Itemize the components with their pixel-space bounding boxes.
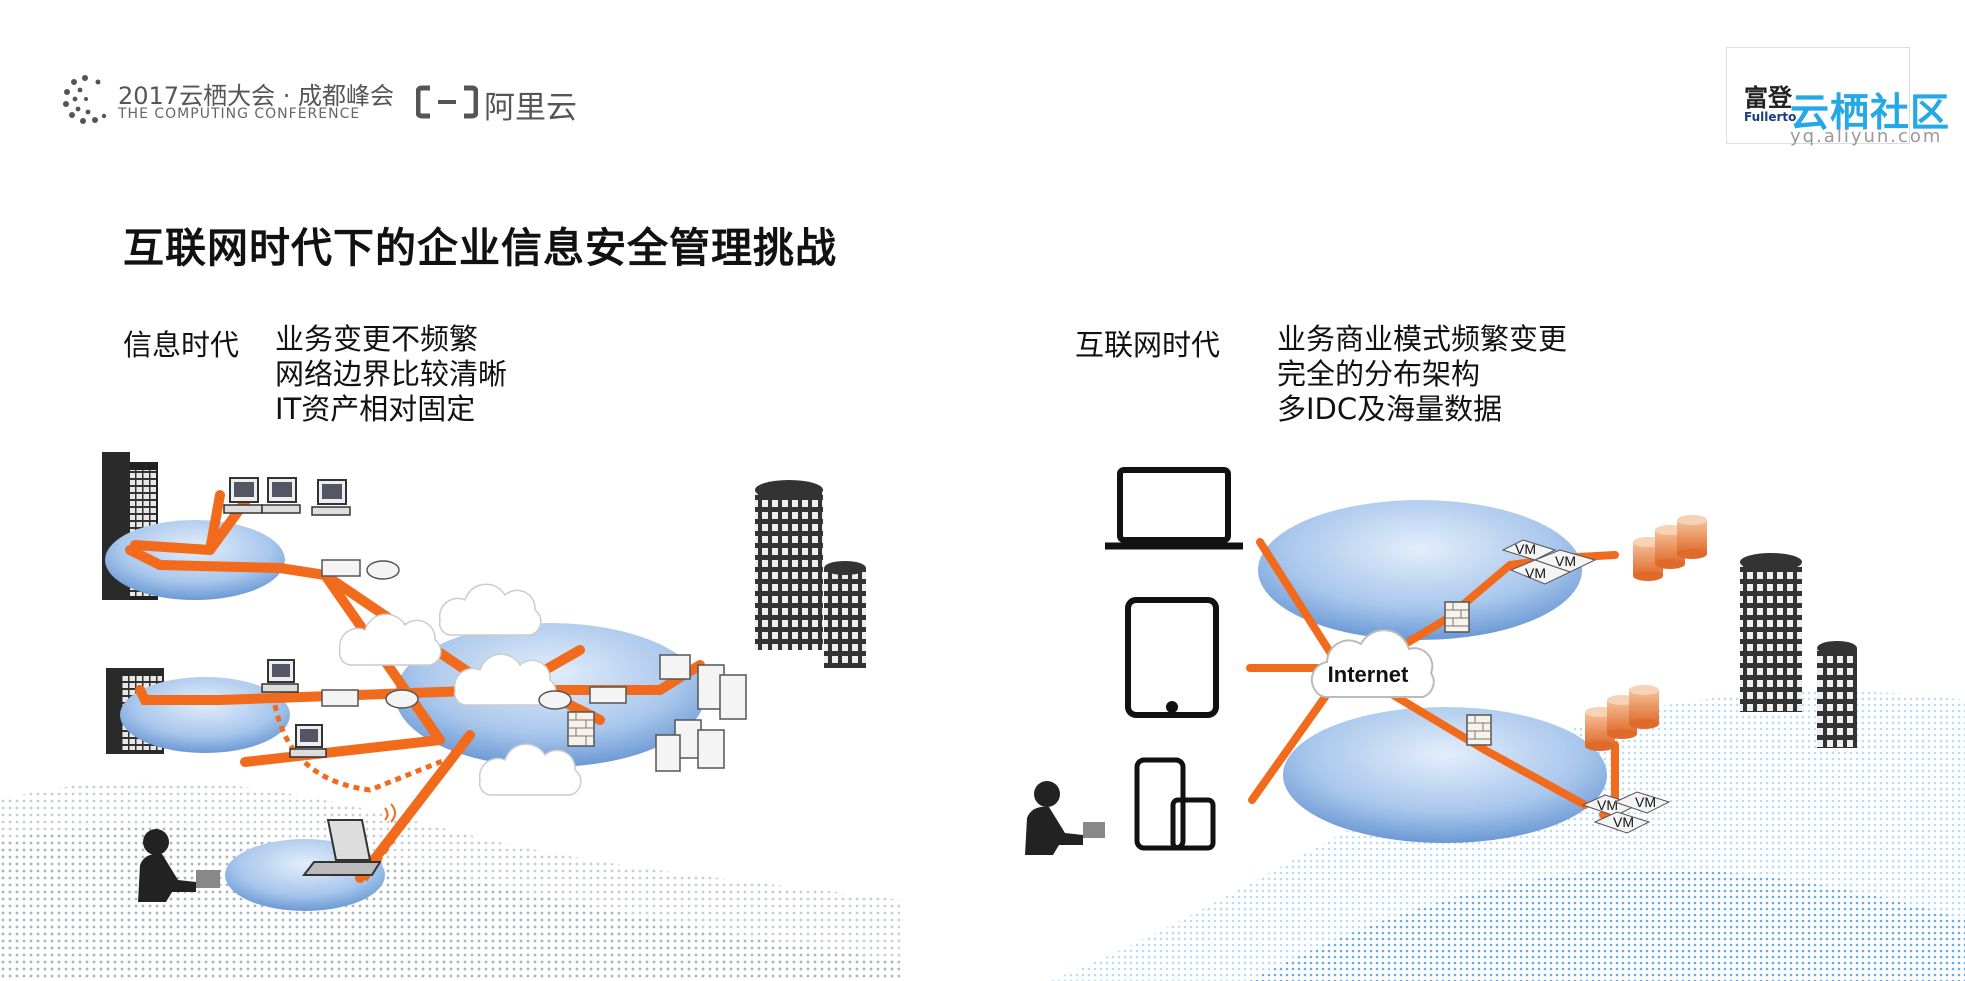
firewall-icon: [567, 711, 595, 747]
partner-logo-text: 富登: [1744, 84, 1792, 112]
server-icon: [655, 734, 681, 772]
smartphone-icon: [1134, 757, 1216, 851]
desktop-computer-icon: [261, 477, 301, 514]
right-bullet: 完全的分布架构: [1277, 357, 1481, 391]
server-icon: [719, 674, 747, 720]
desktop-computer-icon: [261, 659, 299, 693]
desktop-computer-icon: [223, 477, 263, 514]
database-icon: [1677, 515, 1707, 559]
left-bullet: IT资产相对固定: [275, 392, 476, 426]
vm-box: VM: [1613, 791, 1671, 814]
server-icon: [697, 729, 725, 769]
switch-icon: [321, 559, 361, 577]
vm-box: VM: [1509, 559, 1572, 585]
datacenter-tower-icon: [824, 561, 866, 668]
svg-text:VM: VM: [1597, 797, 1618, 813]
left-era-label: 信息时代: [123, 328, 240, 362]
conference-logo-icon: [63, 75, 107, 124]
tablet-icon: [1125, 597, 1219, 718]
slide-title: 互联网时代下的企业信息安全管理挑战: [123, 224, 837, 272]
community-url: yq.aliyun.com: [1790, 126, 1943, 147]
vm-box: VM: [1533, 549, 1597, 573]
internet-architecture-diagram: Internet VM VM VM VM VM: [1025, 467, 1857, 855]
cloud-icon: [478, 743, 582, 796]
internet-label: Internet: [1328, 662, 1409, 687]
laptop-icon: [301, 819, 382, 876]
community-badge: [1726, 47, 1910, 144]
vm-box: VM: [1593, 811, 1651, 834]
aliyun-logo-icon: [416, 85, 478, 119]
datacenter-tower-icon: [755, 480, 823, 650]
idc-disc: [1258, 500, 1582, 640]
community-name: 云栖社区: [1790, 91, 1951, 136]
left-bullet-list: 业务变更不频繁 网络边界比较清晰 IT资产相对固定: [275, 322, 507, 427]
cloud-icon: [438, 583, 542, 636]
idc-disc: [1283, 707, 1607, 843]
router-icon: [538, 690, 572, 710]
storage-icon: [659, 654, 691, 680]
router-icon: [385, 689, 419, 709]
vm-box: VM: [1501, 539, 1557, 561]
cloud-icon: [338, 613, 442, 666]
conference-title: 2017云栖大会 · 成都峰会: [118, 82, 394, 110]
datacenter-tower-icon: [1740, 553, 1802, 712]
router-icon: [366, 560, 400, 580]
svg-text:VM: VM: [1525, 565, 1546, 581]
lan-disc: [105, 520, 285, 600]
svg-text:VM: VM: [1635, 794, 1656, 810]
right-bullet: 多IDC及海量数据: [1277, 392, 1503, 426]
left-bullet: 网络边界比较清晰: [275, 357, 508, 391]
switch-icon: [589, 686, 627, 704]
enterprise-network-diagram: [102, 452, 866, 911]
person-icon: [138, 829, 220, 902]
firewall-icon: [1466, 714, 1492, 746]
partner-logo-text-en: Fullerto: [1744, 110, 1797, 124]
desktop-computer-icon: [311, 479, 351, 516]
conference-subtitle: THE COMPUTING CONFERENCE: [118, 106, 361, 122]
vm-box: VM: [1581, 794, 1639, 817]
right-bullet-list: 业务商业模式频繁变更 完全的分布架构 多IDC及海量数据: [1277, 322, 1567, 427]
svg-text:VM: VM: [1613, 814, 1634, 830]
database-icon: [1629, 685, 1659, 729]
laptop-icon: [1105, 467, 1243, 550]
switch-icon: [321, 689, 359, 707]
person-icon: [1025, 781, 1105, 855]
svg-text:VM: VM: [1515, 541, 1536, 557]
aliyun-label: 阿里云: [484, 90, 577, 126]
firewall-icon: [1444, 601, 1470, 633]
internet-cloud-icon: [1310, 629, 1435, 698]
desktop-computer-icon: [289, 724, 327, 758]
left-bullet: 业务变更不频繁: [275, 322, 479, 356]
right-bullet: 业务商业模式频繁变更: [1277, 322, 1568, 356]
datacenter-tower-icon: [1817, 641, 1857, 748]
svg-text:VM: VM: [1555, 553, 1576, 569]
right-era-label: 互联网时代: [1075, 328, 1221, 362]
wifi-icon: [384, 803, 396, 823]
